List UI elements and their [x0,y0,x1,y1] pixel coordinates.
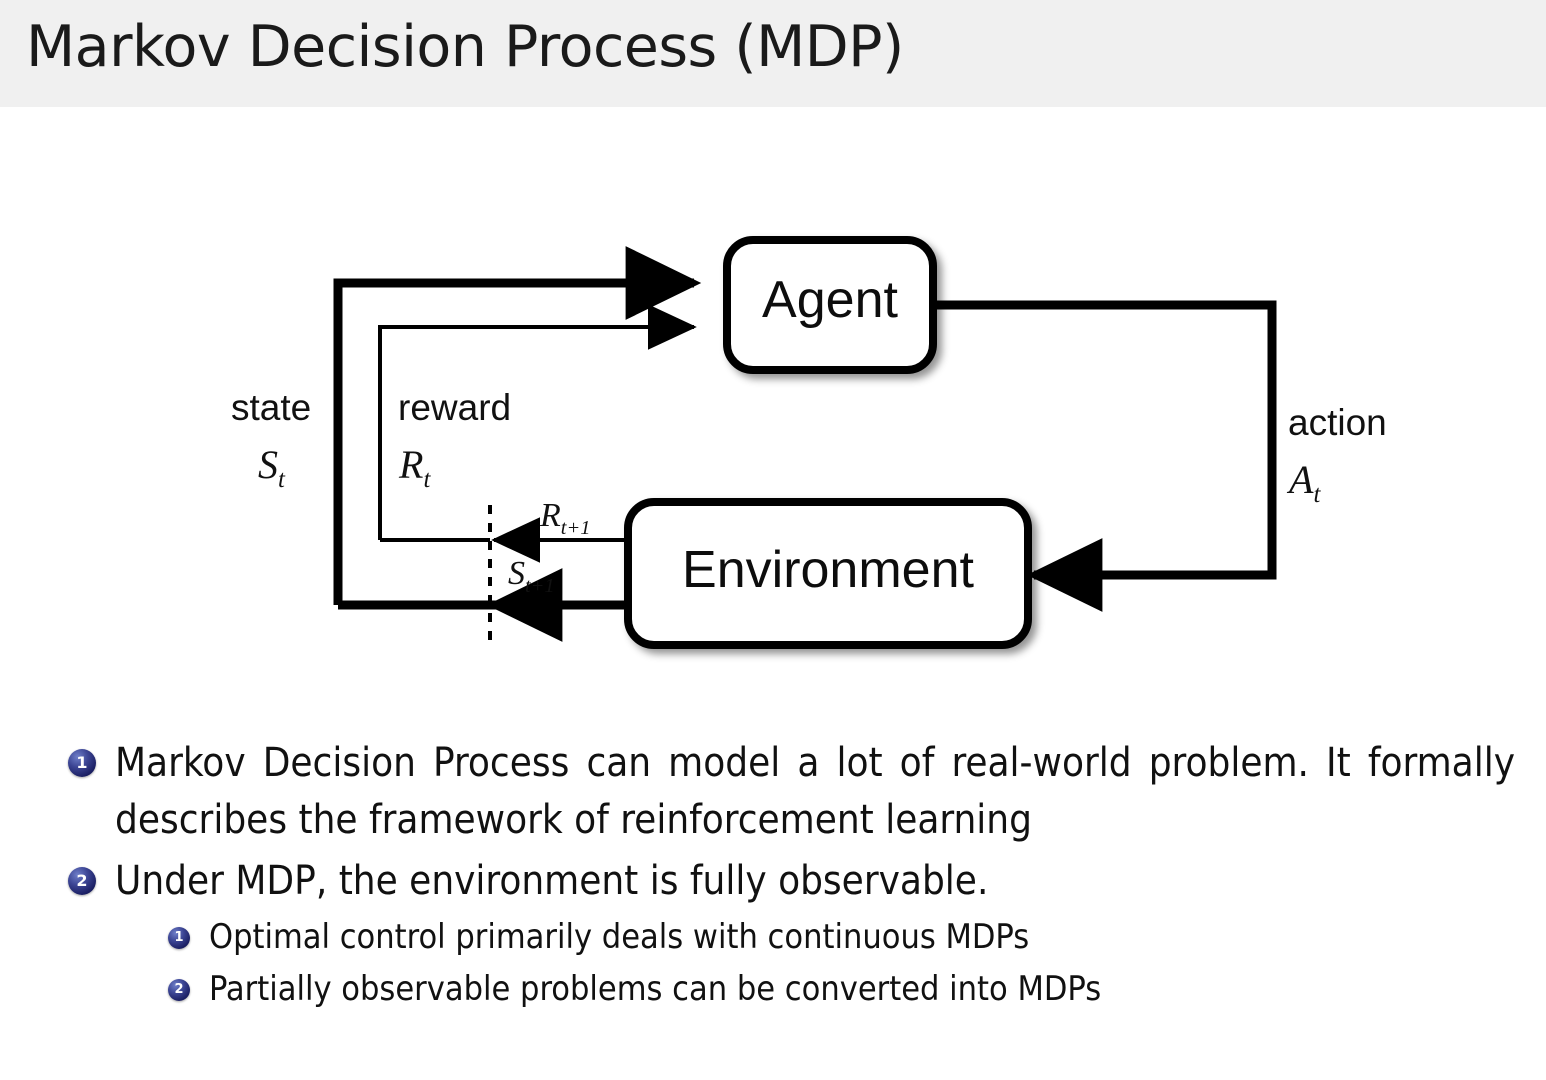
reward-label-word: reward [398,387,512,428]
sub-list-item-text: Optimal control primarily deals with con… [209,917,1030,958]
sub-bullet-number-badge: 1 [168,927,190,950]
agent-node-box [723,236,937,374]
list-item: 1 Markov Decision Process can model a lo… [0,735,1546,849]
sub-bullet-number-badge: 2 [168,978,190,1001]
state-label-word: state [231,387,312,428]
environment-node-box [624,498,1032,649]
slide-header-band: Markov Decision Process (MDP) [0,0,1546,107]
action-label-word: action [1288,402,1387,443]
action-symbol-subscript: t [1313,481,1321,508]
reward-symbol-subscript: t [423,466,431,493]
page-title: Markov Decision Process (MDP) [26,14,904,80]
bullet-list: 1 Markov Decision Process can model a lo… [0,735,1546,1016]
next-state-symbol-base: S [508,555,525,592]
mdp-loop-diagram: Agent Environment state St reward Rt act… [0,107,1546,717]
list-item-text: Markov Decision Process can model a lot … [115,740,1515,843]
next-reward-symbol-subscript: t+1 [560,516,591,539]
sub-list-item: 2 Partially observable problems can be c… [0,965,1546,1014]
reward-label-symbol: Rt [399,445,430,493]
bullet-number-badge: 2 [68,866,96,895]
sub-list-item: 1 Optimal control primarily deals with c… [0,913,1546,962]
agent-node-label: Agent [762,271,898,329]
action-label-symbol: At [1289,460,1320,508]
list-item: 2 Under MDP, the environment is fully ob… [0,853,1546,910]
edge-action-to-environment [933,300,1277,612]
reward-symbol-base: R [399,442,424,487]
environment-node-label: Environment [682,541,974,599]
action-symbol-base: A [1289,457,1314,502]
state-symbol-base: S [258,442,278,487]
sub-list-item-text: Partially observable problems can be con… [209,968,1102,1009]
bullet-number-badge: 1 [68,749,96,777]
state-label-symbol: St [258,445,285,493]
next-state-symbol-subscript: t+1 [525,574,555,597]
next-reward-symbol-base: R [540,497,561,534]
mdp-loop-diagram-svg [333,236,1277,649]
next-state-label: St+1 [508,557,555,596]
state-symbol-subscript: t [278,466,285,493]
edge-reward-to-agent [378,304,697,540]
list-item-text: Under MDP, the environment is fully obse… [115,857,989,904]
next-reward-label: Rt+1 [540,499,590,538]
